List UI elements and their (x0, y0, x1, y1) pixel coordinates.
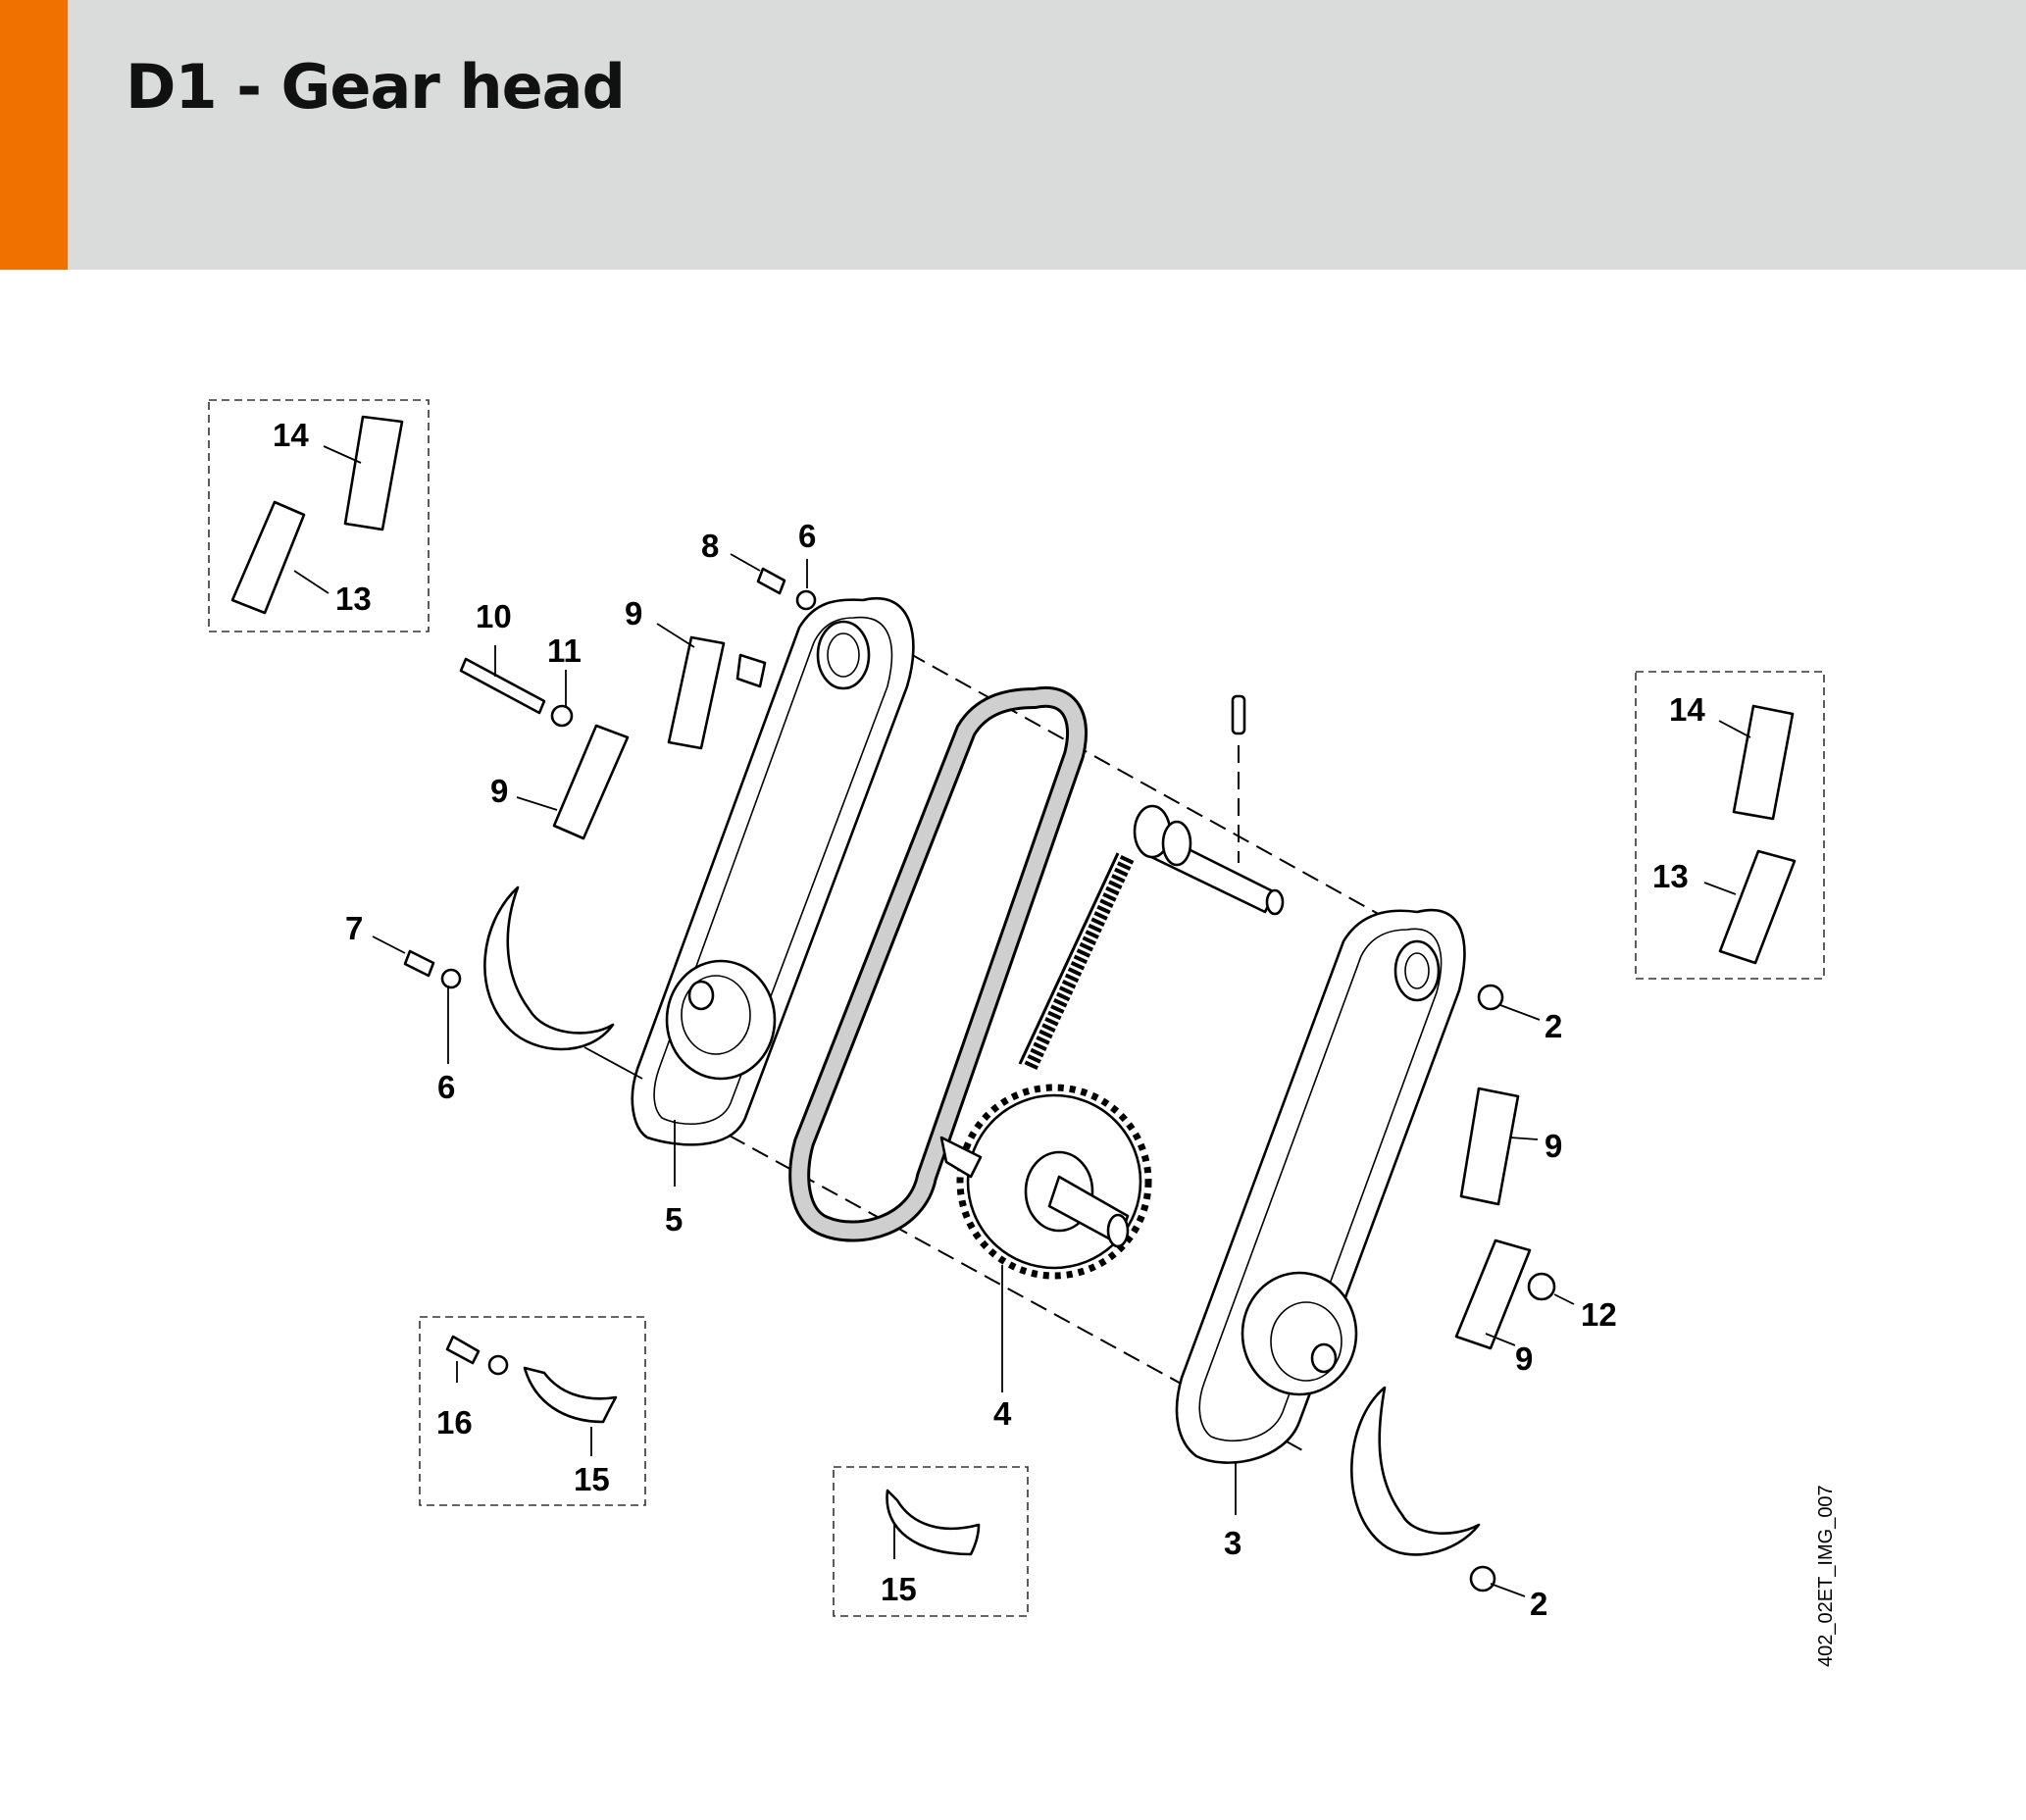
option-box-bottom-left (419, 1316, 646, 1506)
callout-12: 12 (1581, 1296, 1617, 1333)
block-14-right (1732, 704, 1795, 821)
callout-3: 3 (1224, 1525, 1241, 1561)
callout-15-left: 15 (574, 1461, 610, 1497)
header-band (0, 0, 2026, 270)
callout-14-right: 14 (1669, 691, 1705, 728)
nut-2-lower (1469, 1565, 1496, 1592)
page-title: D1 - Gear head (126, 51, 626, 123)
tine-left (483, 885, 615, 1051)
callout-9-upper: 9 (625, 595, 642, 632)
bolt-16 (445, 1335, 481, 1365)
callout-9-right-lower: 9 (1515, 1340, 1533, 1377)
option-box-bottom-center (833, 1466, 1029, 1617)
block-13-right (1718, 849, 1797, 965)
callout-10: 10 (476, 598, 512, 634)
option-box-right (1635, 671, 1825, 980)
chain-gasket (788, 685, 1088, 1242)
image-id-label: 402_02ET_IMG_007 (1815, 1485, 1837, 1667)
callout-4: 4 (993, 1395, 1012, 1432)
accent-bar (0, 0, 68, 270)
nut-2-upper (1477, 984, 1504, 1011)
blade-15-left (523, 1366, 618, 1424)
tine-right (1350, 1386, 1481, 1556)
washer-6-upper (795, 589, 817, 611)
blade-15-center (886, 1489, 981, 1556)
callout-6-lower: 6 (437, 1069, 455, 1105)
block-9-middle (552, 724, 630, 840)
pin (1231, 694, 1246, 735)
callout-14-left: 14 (273, 417, 309, 453)
block-14-left (343, 415, 404, 531)
callout-9-right-upper: 9 (1545, 1128, 1562, 1164)
callout-2-upper: 2 (1545, 1008, 1562, 1044)
bolt-10 (459, 657, 546, 715)
callout-13-left: 13 (335, 581, 372, 617)
callout-8: 8 (701, 528, 719, 564)
callout-5: 5 (665, 1201, 683, 1238)
washer-6-lower (440, 968, 462, 989)
roller-chain (1018, 852, 1135, 1072)
sprocket-4 (939, 1084, 1152, 1280)
callout-2-lower: 2 (1530, 1586, 1547, 1622)
right-housing-cover (1175, 908, 1466, 1464)
bolt-8 (756, 567, 786, 595)
block-9-right-upper (1459, 1087, 1520, 1206)
block-13-left (230, 500, 306, 615)
assembly-line-top (862, 627, 1393, 923)
callout-16: 16 (436, 1404, 473, 1441)
left-housing-cover (631, 597, 915, 1146)
callout-11: 11 (547, 632, 582, 669)
nut-12 (1527, 1272, 1556, 1301)
bolt-7 (403, 949, 435, 978)
plug (735, 653, 767, 688)
callout-15-center: 15 (881, 1571, 917, 1607)
callout-7: 7 (345, 910, 363, 946)
washer-16 (487, 1354, 509, 1376)
callout-9-middle: 9 (490, 773, 508, 809)
block-9-right-lower (1454, 1239, 1532, 1350)
washer-11 (550, 704, 574, 728)
block-9-upper (667, 635, 726, 750)
callout-6-upper: 6 (798, 518, 816, 554)
callout-13-right: 13 (1652, 858, 1689, 894)
upper-shaft (1133, 804, 1285, 916)
option-box-top-left (208, 399, 430, 632)
